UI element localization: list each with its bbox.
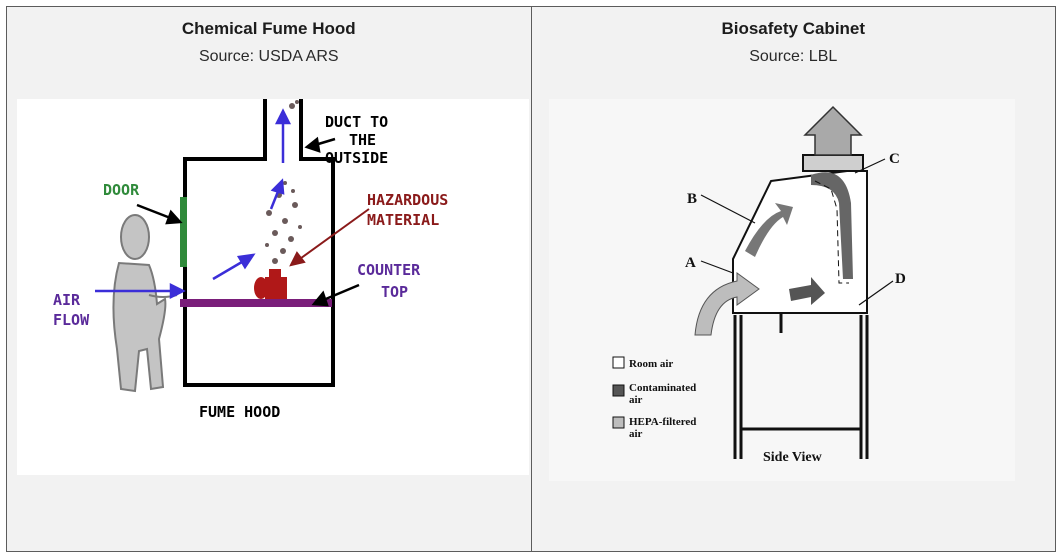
label-c: C bbox=[889, 151, 900, 167]
counter-top bbox=[180, 299, 332, 307]
cabinet-stand bbox=[733, 313, 868, 459]
counter-label-2: TOP bbox=[381, 283, 408, 301]
fume-hood-cell: Chemical Fume Hood Source: USDA ARS bbox=[6, 6, 532, 552]
fume-hood-source: Source: USDA ARS bbox=[198, 48, 339, 65]
particles-icon bbox=[265, 100, 302, 264]
fume-hood-svg: DUCT TO THE OUTSIDE DOOR HAZARDOUS MATER… bbox=[53, 99, 448, 421]
exhaust-arrow bbox=[802, 105, 863, 156]
legend-hepa-swatch bbox=[612, 416, 624, 429]
biosafety-diagram: A B C D Room air Contaminated air HEPA-f… bbox=[548, 99, 1015, 481]
duct-label-2: THE bbox=[349, 131, 376, 149]
airflow-label-1: AIR bbox=[53, 291, 81, 309]
airflow-arrows bbox=[95, 108, 292, 300]
side-view-caption: Side View bbox=[763, 450, 823, 465]
legend-hepa-1: HEPA-filtered bbox=[629, 416, 696, 428]
biosafety-cell: Biosafety Cabinet Source: LBL bbox=[530, 6, 1056, 552]
legend-contam-1: Contaminated bbox=[629, 382, 696, 394]
person-icon bbox=[112, 214, 178, 393]
label-pointers bbox=[700, 158, 893, 306]
label-a: A bbox=[685, 255, 696, 271]
duct-label-3: OUTSIDE bbox=[325, 149, 388, 167]
fume-hood-diagram: DUCT TO THE OUTSIDE DOOR HAZARDOUS MATER… bbox=[17, 99, 529, 475]
legend-room-swatch bbox=[612, 356, 624, 369]
label-b: B bbox=[687, 191, 697, 207]
legend-contam-swatch bbox=[612, 384, 624, 397]
internal-flow-arrow bbox=[788, 277, 825, 305]
room-air-arrow bbox=[693, 272, 760, 336]
pointer-arrows bbox=[136, 136, 360, 307]
door bbox=[180, 197, 187, 267]
hood-outline bbox=[183, 99, 335, 387]
comparison-table: Chemical Fume Hood Source: USDA ARS bbox=[6, 6, 1056, 552]
hazardous-material-icon bbox=[254, 269, 287, 299]
hazard-label-2: MATERIAL bbox=[367, 211, 439, 229]
fume-hood-title: Chemical Fume Hood bbox=[181, 19, 356, 38]
hazard-pointer bbox=[289, 208, 370, 267]
door-label: DOOR bbox=[103, 181, 140, 199]
label-d: D bbox=[895, 271, 906, 287]
legend bbox=[612, 356, 624, 429]
downflow-arrow bbox=[744, 203, 793, 257]
hazard-label-1: HAZARDOUS bbox=[367, 191, 448, 209]
legend-room: Room air bbox=[629, 358, 673, 370]
hepa-filter-box bbox=[801, 154, 864, 172]
fume-hood-caption: FUME HOOD bbox=[199, 403, 280, 421]
biosafety-svg: A B C D Room air Contaminated air HEPA-f… bbox=[612, 105, 906, 465]
biosafety-source: Source: LBL bbox=[749, 48, 838, 65]
duct-label-1: DUCT TO bbox=[325, 113, 388, 131]
biosafety-title: Biosafety Cabinet bbox=[721, 19, 866, 38]
legend-hepa-2: air bbox=[629, 428, 643, 440]
legend-contam-2: air bbox=[629, 394, 643, 406]
contaminated-air-path bbox=[810, 172, 853, 279]
counter-label-1: COUNTER bbox=[357, 261, 421, 279]
airflow-label-2: FLOW bbox=[53, 311, 90, 329]
